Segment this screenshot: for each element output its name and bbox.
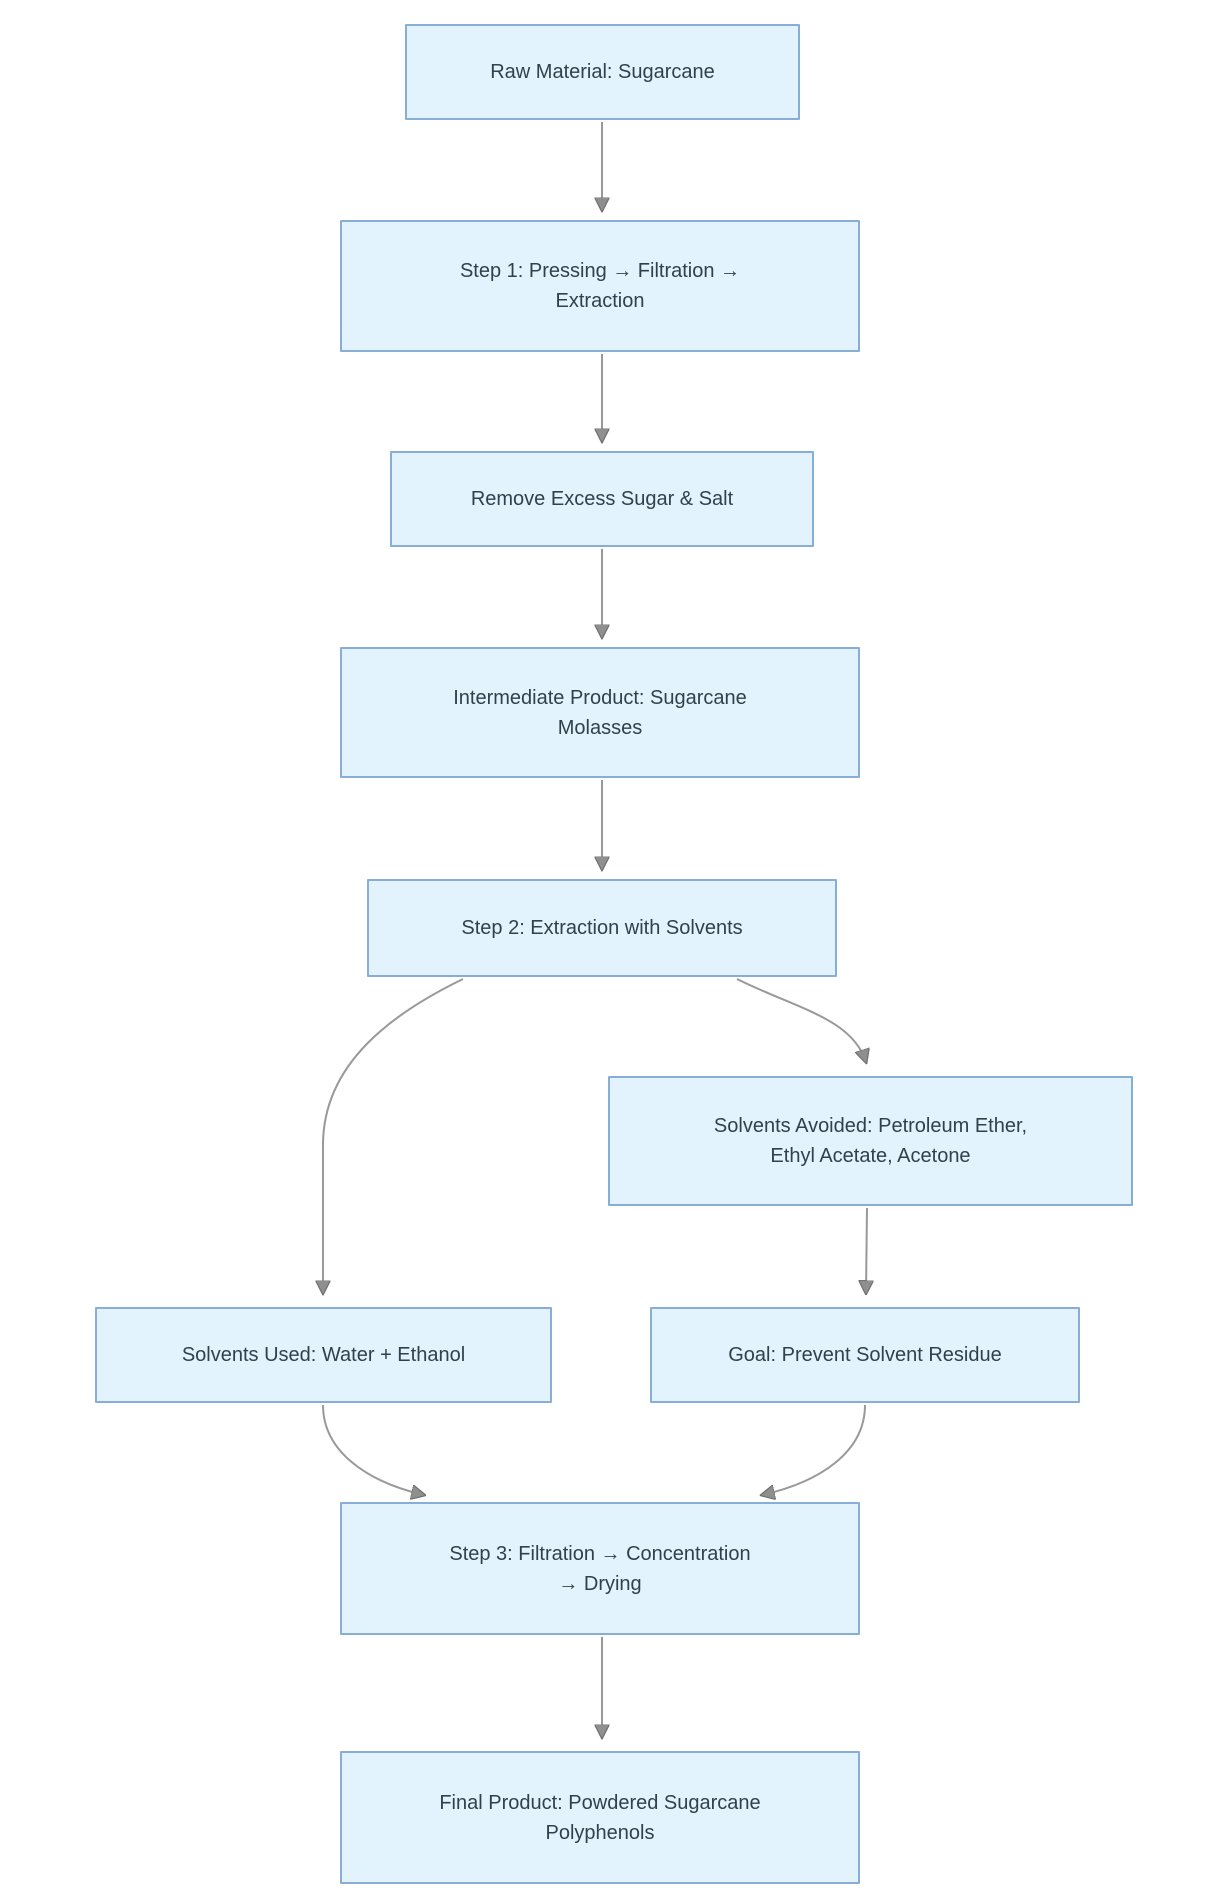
node-step1-pressing: Step 1: Pressing → Filtration → Extracti… — [340, 220, 860, 352]
edge-used-to-step3 — [322, 1404, 424, 1495]
node-step3-label: Step 3: Filtration → Concentration → Dry… — [449, 1542, 751, 1595]
edge-step2-to-avoided — [736, 978, 866, 1062]
node-intermediate-label: Intermediate Product: Sugarcane Molasses — [453, 686, 747, 739]
edge-goal-to-step3 — [762, 1404, 866, 1495]
node-step1-label: Step 1: Pressing → Filtration → Extracti… — [459, 260, 741, 312]
node-goal-label: Goal: Prevent Solvent Residue — [728, 1344, 1002, 1366]
edge-step2-to-used — [323, 978, 464, 1293]
node-raw-material: Raw Material: Sugarcane — [405, 24, 800, 120]
node-step3-filtration: Step 3: Filtration → Concentration → Dry… — [340, 1502, 860, 1635]
node-step2-label: Step 2: Extraction with Solvents — [461, 917, 743, 939]
node-solvents-avoided-label: Solvents Avoided: Petroleum Ether, Ethyl… — [713, 1115, 1028, 1167]
node-remove-sugar-salt: Remove Excess Sugar & Salt — [390, 451, 814, 547]
node-solvents-used-label: Solvents Used: Water + Ethanol — [181, 1344, 466, 1366]
node-raw-material-label: Raw Material: Sugarcane — [490, 61, 715, 83]
node-step2-extraction: Step 2: Extraction with Solvents — [367, 879, 837, 977]
node-goal-prevent-residue: Goal: Prevent Solvent Residue — [650, 1307, 1080, 1403]
node-remove-label: Remove Excess Sugar & Salt — [470, 488, 734, 510]
edge-avoided-to-goal — [866, 1207, 867, 1293]
node-final-product: Final Product: Powdered Sugarcane Polyph… — [340, 1751, 860, 1884]
node-final-label: Final Product: Powdered Sugarcane Polyph… — [439, 1791, 761, 1844]
node-solvents-used: Solvents Used: Water + Ethanol — [95, 1307, 552, 1403]
node-solvents-avoided: Solvents Avoided: Petroleum Ether, Ethyl… — [608, 1076, 1133, 1206]
node-intermediate-product: Intermediate Product: Sugarcane Molasses — [340, 647, 860, 778]
